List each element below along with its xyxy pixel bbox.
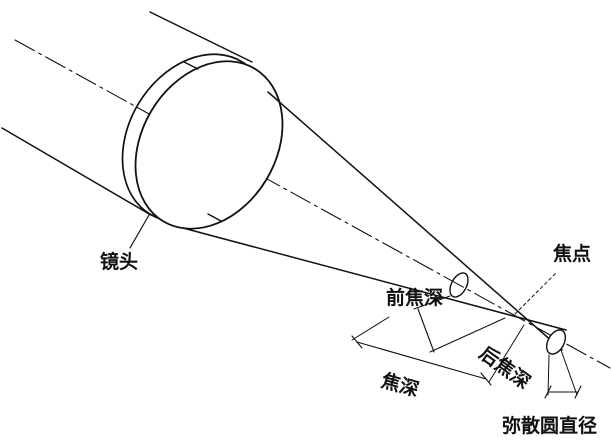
lens-edge-top [183, 61, 199, 70]
coc-extension-top [560, 349, 578, 396]
depth-dimension-tick-left [351, 335, 363, 349]
ray-bottom [182, 227, 567, 331]
front-depth-label: 前焦深 [386, 286, 443, 309]
front-depth-dimension [417, 308, 435, 353]
back-blur-circle [545, 329, 567, 355]
coc-tick-right [574, 385, 582, 399]
back-extension-line [488, 324, 525, 383]
ray-top [267, 91, 563, 351]
barrel-top-edge [149, 11, 253, 63]
focal-point-leader [514, 272, 557, 315]
lens-front-face [134, 60, 284, 230]
barrel-bottom-edge [1, 127, 152, 216]
depth-of-focus-label: 焦深 [378, 368, 422, 401]
coc-diameter-label: 弥散圆直径 [502, 414, 597, 437]
focal-extension-line [429, 317, 506, 353]
depth-dimension-tick-right [480, 372, 492, 386]
coc-tick-left [544, 385, 552, 399]
optical-axis [14, 39, 611, 369]
focal-point-label: 焦点 [552, 242, 591, 265]
depth-extension-left [351, 316, 390, 341]
back-depth-label: 后焦深 [475, 341, 535, 393]
lens-label: 镜头 [100, 250, 138, 273]
depth-of-focus-dimension [356, 341, 487, 380]
front-extension-line [413, 295, 451, 310]
lens-label-leader [129, 214, 150, 249]
front-blur-circle [449, 272, 469, 298]
lens-edge-bottom [207, 213, 222, 222]
coc-extension-bottom [547, 354, 550, 396]
